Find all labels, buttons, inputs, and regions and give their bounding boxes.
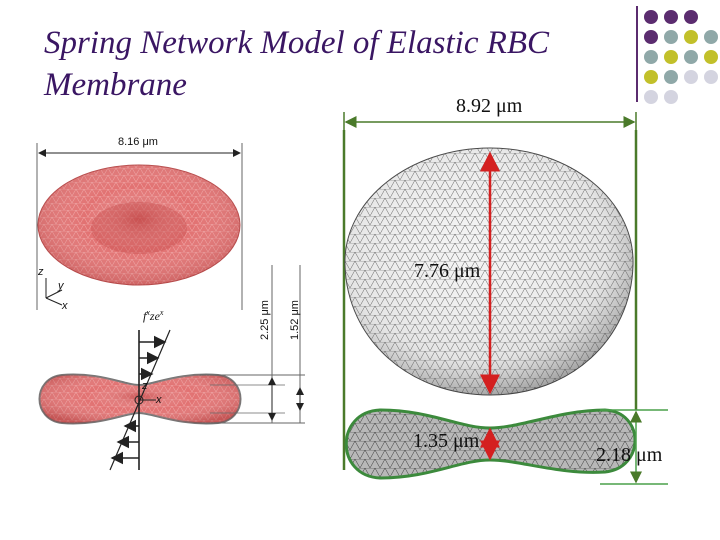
left-center-height-label: 1.52 μm	[289, 300, 301, 340]
left-figure	[36, 143, 305, 471]
right-width-label: 8.92 μm	[456, 95, 523, 117]
axis2-z-label: z	[142, 380, 148, 392]
shear-force-label: fxzex	[143, 308, 164, 323]
edge-thickness-label: 2.18 μm	[596, 444, 663, 466]
center-thickness-label: 1.35 μm	[413, 430, 480, 452]
axis-x-label: x	[62, 300, 68, 312]
dot	[664, 30, 678, 44]
dot	[644, 10, 658, 24]
axis-z-label: z	[38, 266, 44, 278]
edge-thickness-dimension	[600, 409, 668, 485]
left-total-height-label: 2.25 μm	[259, 300, 271, 340]
height-dimensions	[200, 265, 305, 424]
rbc-top-view-pink	[37, 164, 241, 286]
dot	[644, 90, 658, 104]
dot	[684, 10, 698, 24]
dot	[664, 50, 678, 64]
axis2-x-label: x	[156, 394, 162, 406]
decorative-dot-grid	[636, 6, 720, 104]
axes-triad-3d	[45, 278, 63, 306]
dot	[704, 30, 718, 44]
diameter-label: 7.76 μm	[414, 260, 481, 282]
dot	[664, 70, 678, 84]
left-width-label: 8.16 μm	[118, 136, 158, 148]
title-line-1: Spring Network Model of Elastic RBC	[44, 25, 550, 61]
dot-grid-line	[636, 6, 638, 102]
dot	[644, 70, 658, 84]
title-line-2: Membrane	[44, 67, 187, 103]
dot	[684, 70, 698, 84]
dot	[684, 50, 698, 64]
dot	[664, 90, 678, 104]
dot	[704, 50, 718, 64]
axis-y-label: y	[58, 280, 64, 292]
right-figure	[342, 112, 668, 485]
slide-title: Spring Network Model of Elastic RBC Memb…	[44, 22, 624, 106]
dot	[644, 50, 658, 64]
dot	[644, 30, 658, 44]
dot	[664, 10, 678, 24]
dot	[684, 30, 698, 44]
dot	[704, 70, 718, 84]
